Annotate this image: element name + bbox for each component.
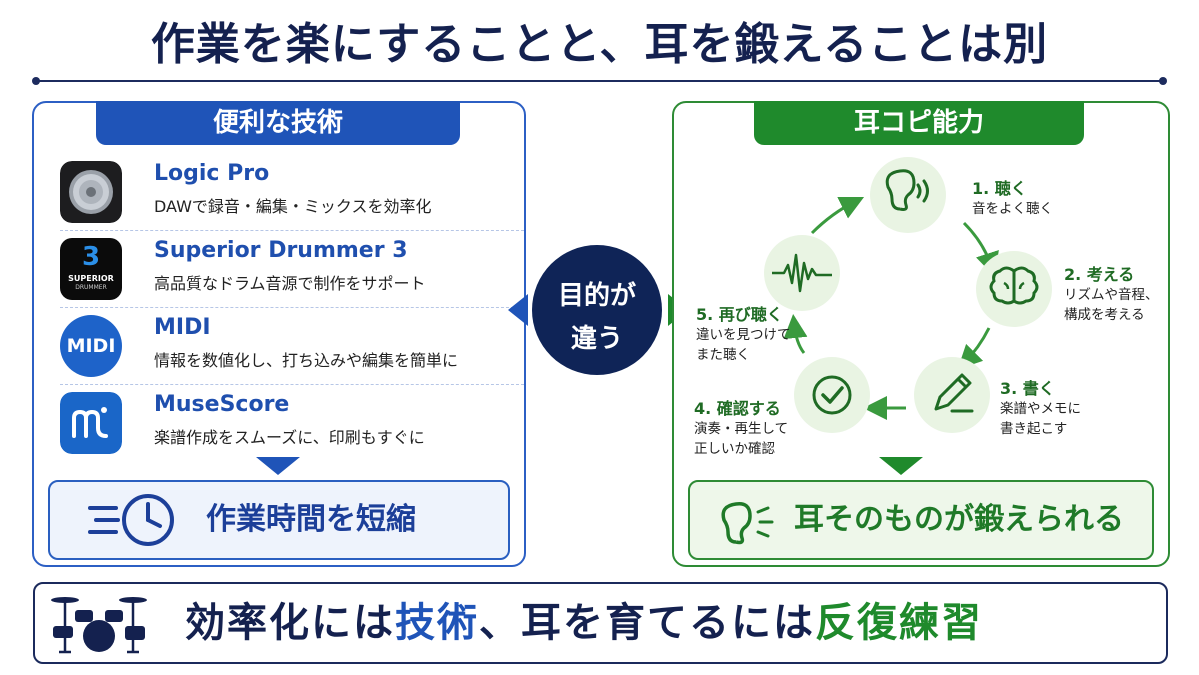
- step-desc: 正しいか確認: [694, 441, 775, 457]
- step-check-circle: [794, 357, 870, 433]
- brain-icon: [989, 266, 1039, 305]
- ear-sound-icon: [716, 494, 786, 577]
- down-arrow-icon: [879, 457, 923, 475]
- down-arrow-icon: [256, 457, 300, 475]
- clock-icon: [86, 492, 186, 577]
- midi-icon: MIDI: [60, 315, 122, 377]
- icon-text: MIDI: [66, 335, 116, 357]
- tool-desc: 楽譜作成をスムーズに、印刷もすぐに: [154, 428, 425, 447]
- superior-drummer-icon: 3 SUPERIOR DRUMMER: [60, 238, 122, 300]
- waveform-icon: [772, 253, 832, 293]
- step-title: 1. 聴く: [972, 179, 1027, 198]
- tool-superior-drummer: 3 SUPERIOR DRUMMER Superior Drummer 3 高品…: [60, 234, 510, 304]
- ear-training-panel: 耳コピ能力 1. 聴く 音をよく聴く 2. 考える リズムや音程、 構成を考える: [672, 101, 1170, 567]
- step-desc: 音をよく聴く: [972, 201, 1053, 217]
- check-icon: [812, 375, 852, 415]
- icon-text: DRUMMER: [75, 284, 107, 291]
- summary-practice: 反復練習: [815, 600, 983, 646]
- divider: [60, 384, 524, 385]
- step-ear-circle: [870, 157, 946, 233]
- step-desc: 演奏・再生して: [694, 421, 789, 437]
- step-desc: また聴く: [696, 347, 750, 363]
- step-desc: 楽譜やメモに: [1000, 401, 1081, 417]
- tool-desc: 高品質なドラム音源で制作をサポート: [154, 274, 426, 293]
- summary-tech: 技術: [395, 600, 479, 646]
- result-text: 作業時間を短縮: [206, 502, 416, 537]
- icon-text: 3: [81, 242, 101, 272]
- page-title: 作業を楽にすることと、耳を鍛えることは別: [150, 19, 1049, 70]
- tool-musescore: MuseScore 楽譜作成をスムーズに、印刷もすぐに: [60, 388, 510, 458]
- step-desc: 書き起こす: [1000, 421, 1068, 437]
- tool-name: MIDI: [154, 315, 211, 340]
- ear-panel-heading: 耳コピ能力: [754, 101, 1084, 145]
- step-desc: 違いを見つけて: [696, 327, 791, 343]
- musescore-icon: [60, 392, 122, 454]
- drum-kit-icon: [49, 590, 149, 660]
- step-title: 3. 書く: [1000, 379, 1055, 398]
- step-desc: 構成を考える: [1064, 307, 1145, 323]
- tool-desc: DAWで録音・編集・ミックスを効率化: [154, 197, 432, 216]
- summary-part1: 効率化には: [185, 600, 395, 646]
- tools-panel-heading: 便利な技術: [96, 101, 460, 145]
- step-title: 2. 考える: [1064, 265, 1135, 284]
- step-title: 5. 再び聴く: [696, 305, 783, 324]
- divider: [60, 307, 524, 308]
- result-box-ear: 耳そのものが鍛えられる: [688, 480, 1154, 560]
- summary-part3: 、耳を育てるには: [479, 600, 815, 646]
- divider: [60, 230, 524, 231]
- rule-dot-right: [1159, 77, 1167, 85]
- tool-midi: MIDI MIDI 情報を数値化し、打ち込みや編集を簡単に: [60, 311, 510, 381]
- step-brain-circle: [976, 251, 1052, 327]
- title-divider: [36, 80, 1164, 82]
- step-title: 4. 確認する: [694, 399, 781, 418]
- step-desc: リズムや音程、: [1064, 287, 1159, 303]
- result-box-time: 作業時間を短縮: [48, 480, 510, 560]
- tool-name: MuseScore: [154, 392, 290, 417]
- logic-pro-icon: [60, 161, 122, 223]
- ear-icon: [885, 169, 929, 211]
- result-text: 耳そのものが鍛えられる: [794, 502, 1124, 537]
- left-arrow-icon: [508, 294, 528, 326]
- center-line2: 違う: [570, 324, 623, 354]
- tool-logic-pro: Logic Pro DAWで録音・編集・ミックスを効率化: [60, 157, 510, 227]
- tool-desc: 情報を数値化し、打ち込みや編集を簡単に: [154, 351, 459, 370]
- step-wave-circle: [764, 235, 840, 311]
- center-line1: 目的が: [557, 281, 636, 311]
- tool-name: Logic Pro: [154, 161, 270, 186]
- icon-text: SUPERIOR: [68, 274, 114, 283]
- tool-name: Superior Drummer 3: [154, 238, 408, 263]
- tools-panel: 便利な技術 Logic Pro DAWで録音・編集・ミックスを効率化 3 SUP…: [32, 101, 526, 567]
- summary-text: 効率化には技術、耳を育てるには反復練習: [185, 584, 983, 662]
- summary-banner: 効率化には技術、耳を育てるには反復練習: [33, 582, 1168, 664]
- pencil-icon: [934, 373, 974, 413]
- step-pencil-circle: [914, 357, 990, 433]
- purpose-circle: 目的が 違う: [532, 245, 662, 375]
